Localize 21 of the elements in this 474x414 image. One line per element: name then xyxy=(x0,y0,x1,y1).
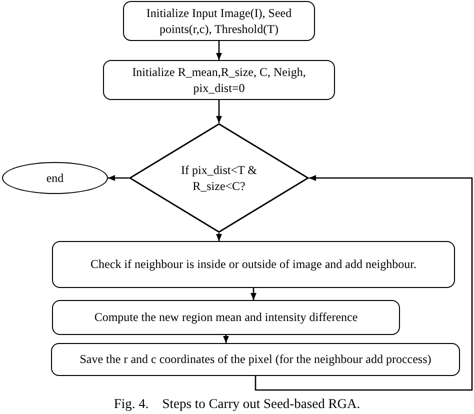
process-box xyxy=(51,343,460,376)
arrow xyxy=(223,335,229,343)
step-text: Initialize R_mean,R_size, C, Neigh, pix_dist=0 xyxy=(131,64,307,96)
step-text: Compute the new region mean and intensity difference xyxy=(94,309,358,326)
step-text: Check if neighbour is inside or outside of image and add neighbour. xyxy=(90,256,416,273)
process-box xyxy=(52,300,400,335)
arrow xyxy=(216,233,222,241)
process-box xyxy=(52,241,455,288)
step-text: Initialize Input Image(I), Seed points(r,c), Threshold(T) xyxy=(145,4,293,38)
arrow xyxy=(216,100,222,123)
process-box xyxy=(123,1,315,41)
arrow xyxy=(216,41,222,60)
caption: Fig. 4. Steps to Carry out Seed-based RGA. xyxy=(112,395,362,413)
arrow xyxy=(250,288,256,300)
decision-diamond xyxy=(129,123,309,233)
step-text: Save the r and c coordinates of the pixel (for the neighbour add proccess) xyxy=(80,351,432,368)
terminal-text: end xyxy=(46,170,64,186)
process-box xyxy=(103,60,335,100)
arrow xyxy=(254,175,473,391)
arrow xyxy=(108,175,129,181)
condition-text: If pix_dist<T & R_size<C? xyxy=(180,162,258,194)
